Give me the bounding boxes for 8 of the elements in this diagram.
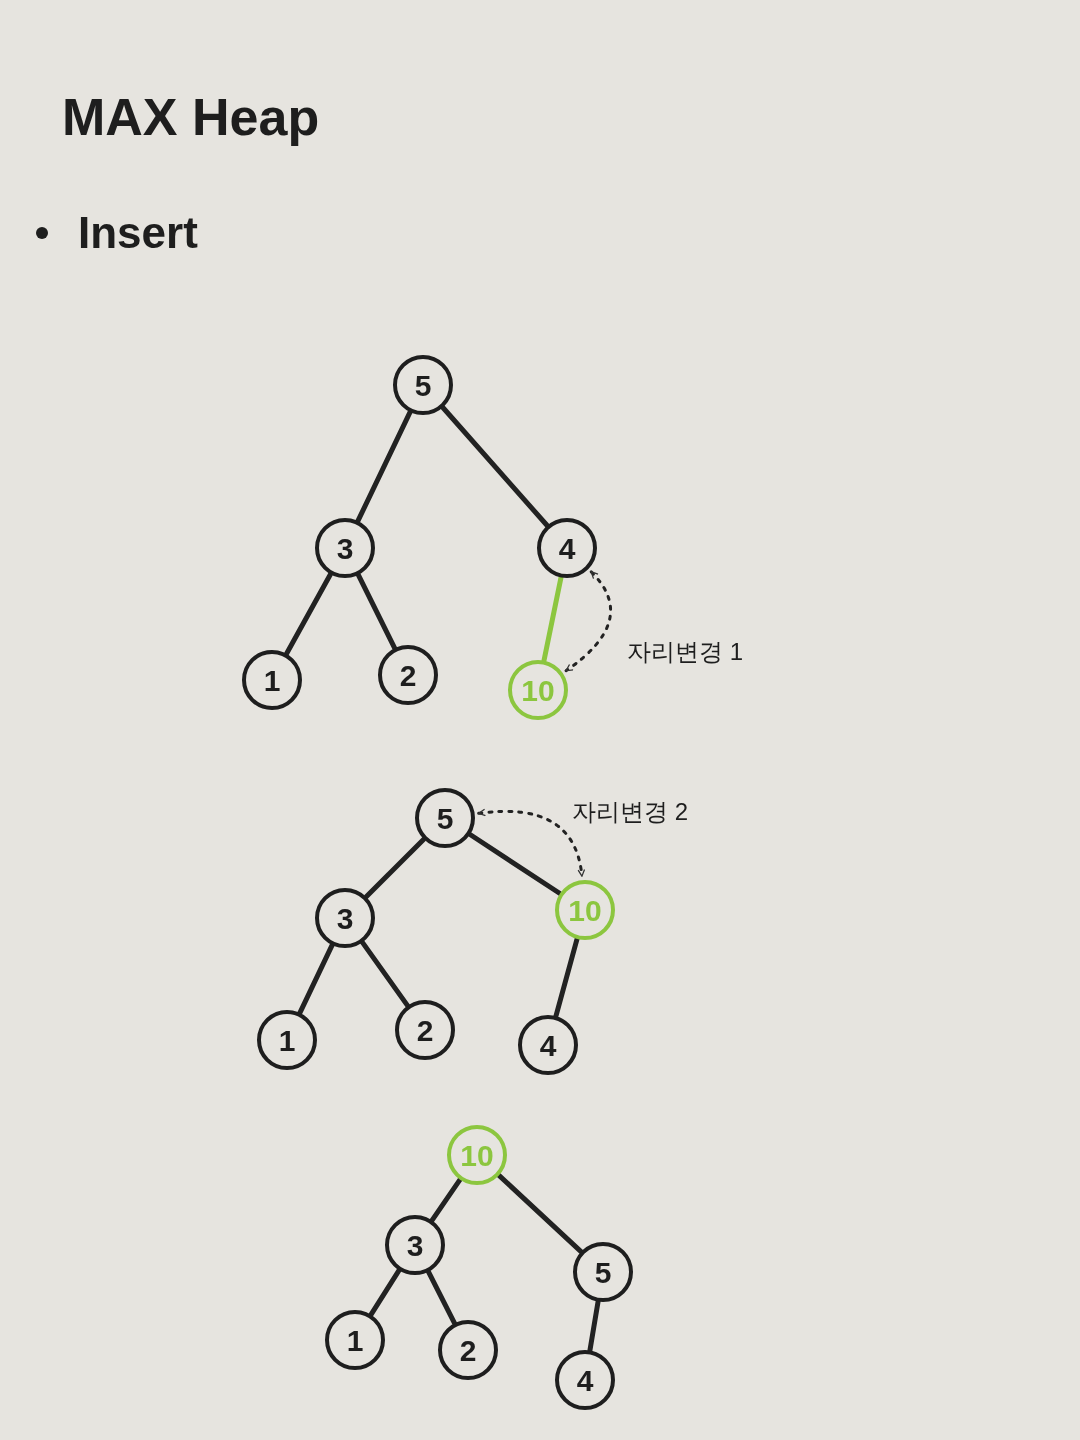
tree-edge — [496, 1172, 584, 1255]
tree-edge — [363, 836, 427, 900]
title: MAX Heap — [62, 87, 320, 148]
swap-arrow — [477, 808, 585, 878]
tree-edge — [429, 1177, 463, 1223]
tree-edge — [440, 405, 550, 528]
subheading: Insert — [78, 207, 198, 259]
tree-edge — [467, 832, 563, 896]
